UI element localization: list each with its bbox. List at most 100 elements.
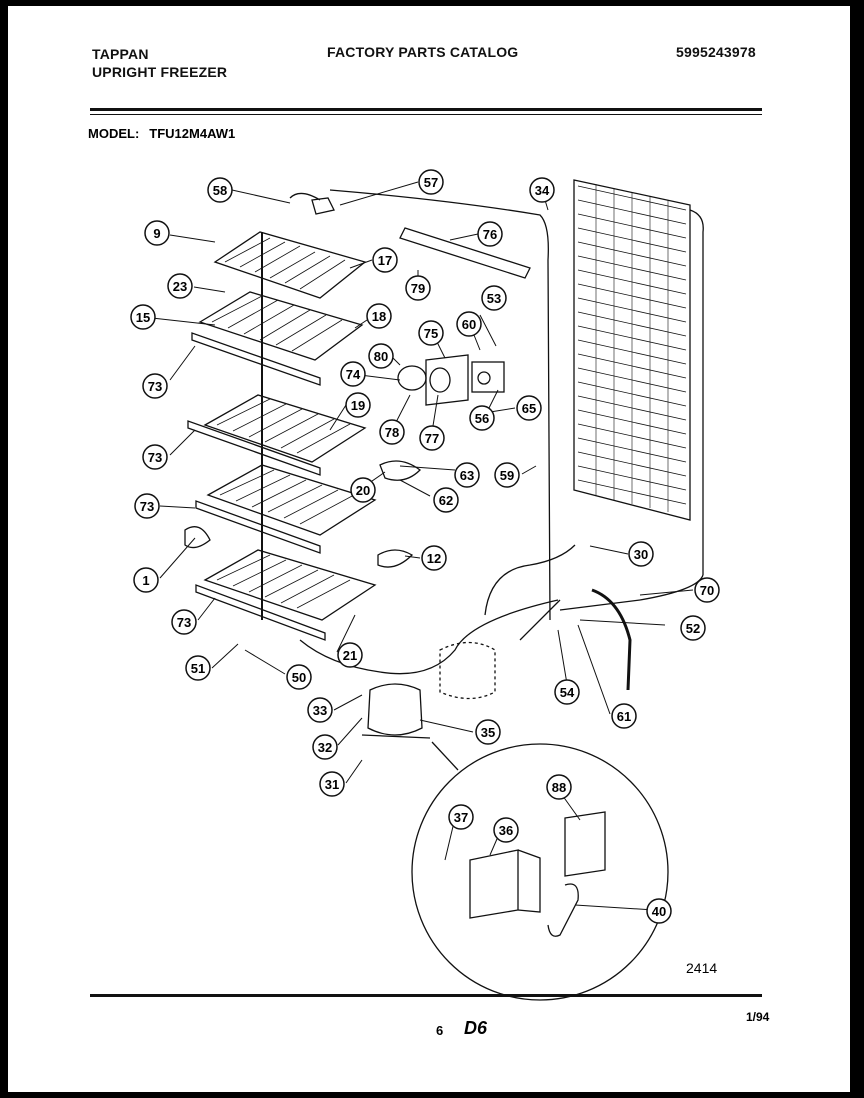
svg-text:59: 59: [500, 468, 514, 483]
callout-bubble: 65: [516, 395, 542, 421]
svg-text:56: 56: [475, 411, 489, 426]
figure-number: 2414: [686, 960, 717, 976]
svg-text:57: 57: [424, 175, 438, 190]
svg-text:52: 52: [686, 621, 700, 636]
svg-text:21: 21: [343, 648, 357, 663]
light-socket: [379, 460, 421, 481]
callout-bubble: 59: [494, 462, 520, 488]
callout-bubble: 77: [419, 425, 445, 451]
callout-bubble: 50: [286, 664, 312, 690]
svg-text:73: 73: [177, 615, 191, 630]
svg-text:50: 50: [292, 670, 306, 685]
svg-text:17: 17: [378, 253, 392, 268]
callout-bubble: 36: [493, 817, 519, 843]
callout-bubble: 51: [185, 655, 211, 681]
header-rule-thin: [90, 114, 762, 115]
door-stop: [184, 526, 211, 549]
model-line: MODEL:TFU12M4AW1: [88, 126, 235, 141]
callout-bubble: 52: [680, 615, 706, 641]
callout-bubble: 62: [433, 487, 459, 513]
svg-text:60: 60: [462, 317, 476, 332]
svg-text:53: 53: [487, 291, 501, 306]
catalog-title: FACTORY PARTS CATALOG: [327, 44, 519, 60]
shelf-3: [187, 394, 367, 476]
svg-text:15: 15: [136, 310, 150, 325]
callout-bubble: 73: [142, 373, 168, 399]
svg-text:34: 34: [535, 183, 550, 198]
callout-bubble: 9: [144, 220, 170, 246]
callout-bubble: 61: [611, 703, 637, 729]
callout-bubble: 30: [628, 541, 654, 567]
header-rule-thick: [90, 108, 762, 111]
callout-bubble: 19: [345, 392, 371, 418]
svg-text:73: 73: [140, 499, 154, 514]
callout-bubble: 18: [366, 303, 392, 329]
callout-bubble: 56: [469, 405, 495, 431]
callout-group: 58 57 34 9 76 17 23 79 53 15 18 75 60 80…: [130, 169, 720, 924]
callout-bubble: 60: [456, 311, 482, 337]
shelf-1: [213, 231, 367, 299]
fan-motor-assembly: [397, 354, 505, 406]
callout-bubble: 15: [130, 304, 156, 330]
svg-text:54: 54: [560, 685, 575, 700]
callout-bubble: 23: [167, 273, 193, 299]
callout-bubble: 73: [171, 609, 197, 635]
svg-text:62: 62: [439, 493, 453, 508]
svg-text:58: 58: [213, 183, 227, 198]
svg-text:40: 40: [652, 904, 666, 919]
callout-bubble: 80: [368, 343, 394, 369]
svg-text:61: 61: [617, 709, 631, 724]
callout-bubble: 12: [421, 545, 447, 571]
callout-bubble: 17: [372, 247, 398, 273]
shelf-4: [195, 464, 377, 554]
compressor: [361, 683, 431, 739]
compressor-ghost: [439, 641, 496, 700]
callout-bubble: 63: [454, 462, 480, 488]
svg-text:73: 73: [148, 450, 162, 465]
callout-bubble: 54: [554, 679, 580, 705]
svg-text:18: 18: [372, 309, 386, 324]
svg-text:65: 65: [522, 401, 536, 416]
callout-bubble: 70: [694, 577, 720, 603]
svg-text:63: 63: [460, 468, 474, 483]
model-number: TFU12M4AW1: [149, 126, 236, 141]
callout-bubble: 73: [142, 444, 168, 470]
svg-text:31: 31: [325, 777, 339, 792]
svg-text:9: 9: [153, 226, 160, 241]
callout-bubble: 31: [319, 771, 345, 797]
callout-bubble: 34: [529, 177, 555, 203]
svg-text:36: 36: [499, 823, 513, 838]
relay-detail: [469, 811, 606, 937]
drain-trough: [399, 227, 531, 279]
svg-text:73: 73: [148, 379, 162, 394]
svg-text:30: 30: [634, 547, 648, 562]
callout-bubble: 78: [379, 419, 405, 445]
svg-text:88: 88: [552, 780, 566, 795]
revision-date: 1/94: [746, 1010, 770, 1024]
callout-bubble: 21: [337, 642, 363, 668]
callout-bubble: 79: [405, 275, 431, 301]
svg-text:12: 12: [427, 551, 441, 566]
callout-bubble: 35: [475, 719, 501, 745]
callout-bubble: 1: [133, 567, 159, 593]
relay-inset-circle: [411, 743, 669, 1001]
callout-bubble: 53: [481, 285, 507, 311]
callout-bubble: 74: [340, 361, 366, 387]
footer-rule: [90, 994, 762, 997]
callout-bubble: 76: [477, 221, 503, 247]
leader-lines: [151, 181, 694, 911]
svg-text:76: 76: [483, 227, 497, 242]
section-code: D6: [464, 1018, 488, 1038]
svg-text:1: 1: [142, 573, 149, 588]
product-type: UPRIGHT FREEZER: [92, 64, 228, 80]
svg-text:32: 32: [318, 740, 332, 755]
light-fixture: [377, 549, 414, 568]
callout-bubble: 58: [207, 177, 233, 203]
callout-bubble: 75: [418, 320, 444, 346]
callout-bubble: 37: [448, 804, 474, 830]
svg-text:23: 23: [173, 279, 187, 294]
callout-bubble: 57: [418, 169, 444, 195]
shelf-2: [191, 291, 364, 386]
page-number: 6: [436, 1023, 444, 1038]
